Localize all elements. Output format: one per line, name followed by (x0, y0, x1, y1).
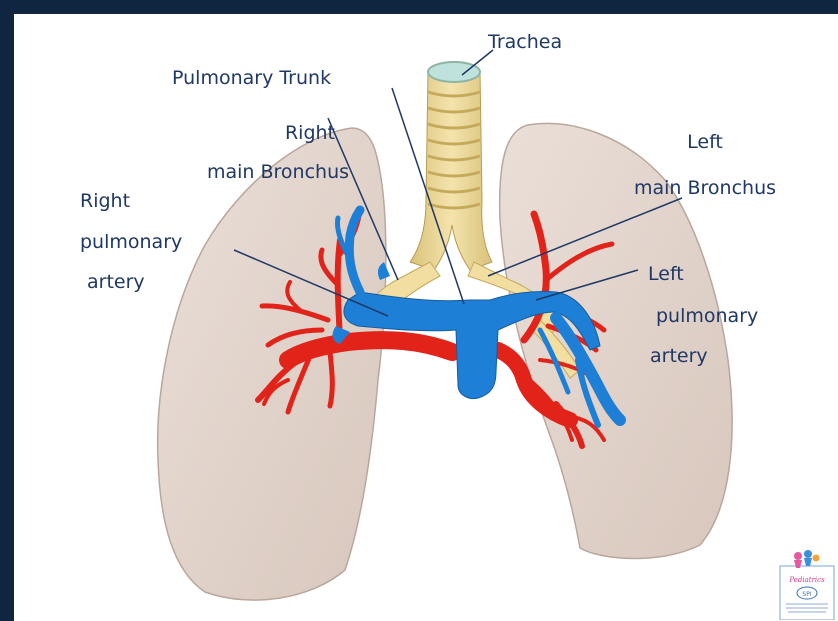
label-pulmonary-trunk: Pulmonary Trunk (172, 67, 331, 89)
label-left-pulmonary-artery-line3: artery (650, 345, 708, 367)
label-left-pulmonary-artery-line1: Left (648, 263, 684, 285)
label-right-main-bronchus-line2: main Bronchus (207, 161, 349, 183)
label-right-main-bronchus-line1: Right (285, 122, 335, 144)
label-left-main-bronchus-line1: Left (687, 131, 723, 153)
label-trachea: Trachea (487, 31, 562, 53)
label-right-pulmonary-artery-line3: artery (87, 271, 145, 293)
label-left-main-bronchus-line2: main Bronchus (634, 177, 776, 199)
logo-brand-text: Pediatrics (788, 576, 825, 584)
logo-badge-text: SPI (802, 591, 811, 598)
label-right-pulmonary-artery-line2: pulmonary (80, 231, 182, 253)
label-left-pulmonary-artery-line2: pulmonary (656, 305, 758, 327)
pediatrics-logo: Pediatrics SPI (776, 548, 836, 620)
lung-anatomy-diagram: Trachea Pulmonary Trunk Right main Bronc… (14, 14, 838, 621)
slide-canvas: Trachea Pulmonary Trunk Right main Bronc… (14, 14, 838, 621)
label-right-pulmonary-artery-line1: Right (80, 190, 130, 212)
trachea (410, 62, 492, 270)
right-lung (158, 128, 386, 600)
